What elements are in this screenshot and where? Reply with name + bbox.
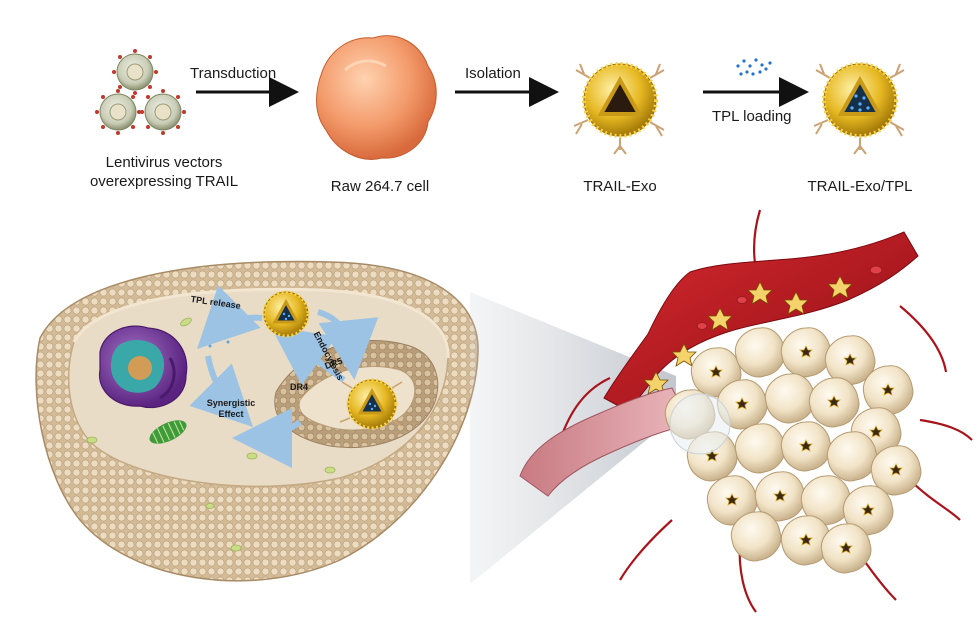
cell-cross-section — [35, 260, 479, 582]
tumor-cell — [780, 327, 832, 378]
endocytosis-arrow — [317, 309, 379, 380]
tumor-cell — [780, 421, 832, 472]
mitochondria — [149, 420, 187, 444]
tumor-cell — [870, 445, 922, 496]
raw-264-7-cell — [316, 35, 437, 160]
tpl-loading-label: TPL loading — [712, 108, 792, 125]
transduction-label: Transduction — [190, 65, 277, 82]
lentivirus-label: Lentivirus vectors overexpressing TRAIL — [72, 153, 256, 191]
tumor-cell — [754, 471, 806, 522]
tumor-cell — [842, 485, 894, 536]
trail-exo-tpl — [813, 62, 905, 155]
trail-exo — [573, 62, 665, 155]
isolation-label: Isolation — [465, 65, 521, 82]
tumor-cell — [764, 373, 816, 424]
tumor-cells — [664, 327, 922, 574]
synergistic-label-line2: Effect — [218, 409, 244, 419]
tumor-cell — [808, 377, 860, 428]
release-arrow — [197, 285, 263, 349]
cell-label: Raw 264.7 cell — [330, 178, 430, 195]
tumor-cell — [734, 327, 786, 378]
tpl-molecules — [736, 58, 772, 76]
lentivirus-label-line2: overexpressing TRAIL — [89, 173, 239, 190]
tumor-cell — [820, 523, 872, 574]
loaded-exo-label: TRAIL-Exo/TPL — [807, 178, 913, 195]
exo-label: TRAIL-Exo — [583, 178, 657, 195]
synergistic-effect-label: Synergistic Effect — [196, 398, 266, 420]
lentivirus-label-line1: Lentivirus vectors — [105, 154, 223, 171]
dr4-label: DR4 — [290, 382, 309, 392]
tumor-cell — [734, 423, 786, 474]
lentivirus-particles — [95, 49, 186, 135]
synergy-arrow-left — [189, 355, 253, 427]
tumor-cell — [800, 475, 852, 526]
tumor-cell — [862, 365, 914, 416]
tumor-cell — [780, 515, 832, 566]
tumor-cell — [730, 511, 782, 562]
tumor-cell — [824, 335, 876, 386]
tumor-cell — [826, 431, 878, 482]
tumor-cell — [716, 379, 768, 430]
internalization-arrow — [270, 326, 346, 386]
synergy-arrow-right — [232, 407, 302, 468]
tumor-scene — [519, 209, 973, 613]
synergistic-label-line1: Synergistic — [206, 398, 256, 408]
